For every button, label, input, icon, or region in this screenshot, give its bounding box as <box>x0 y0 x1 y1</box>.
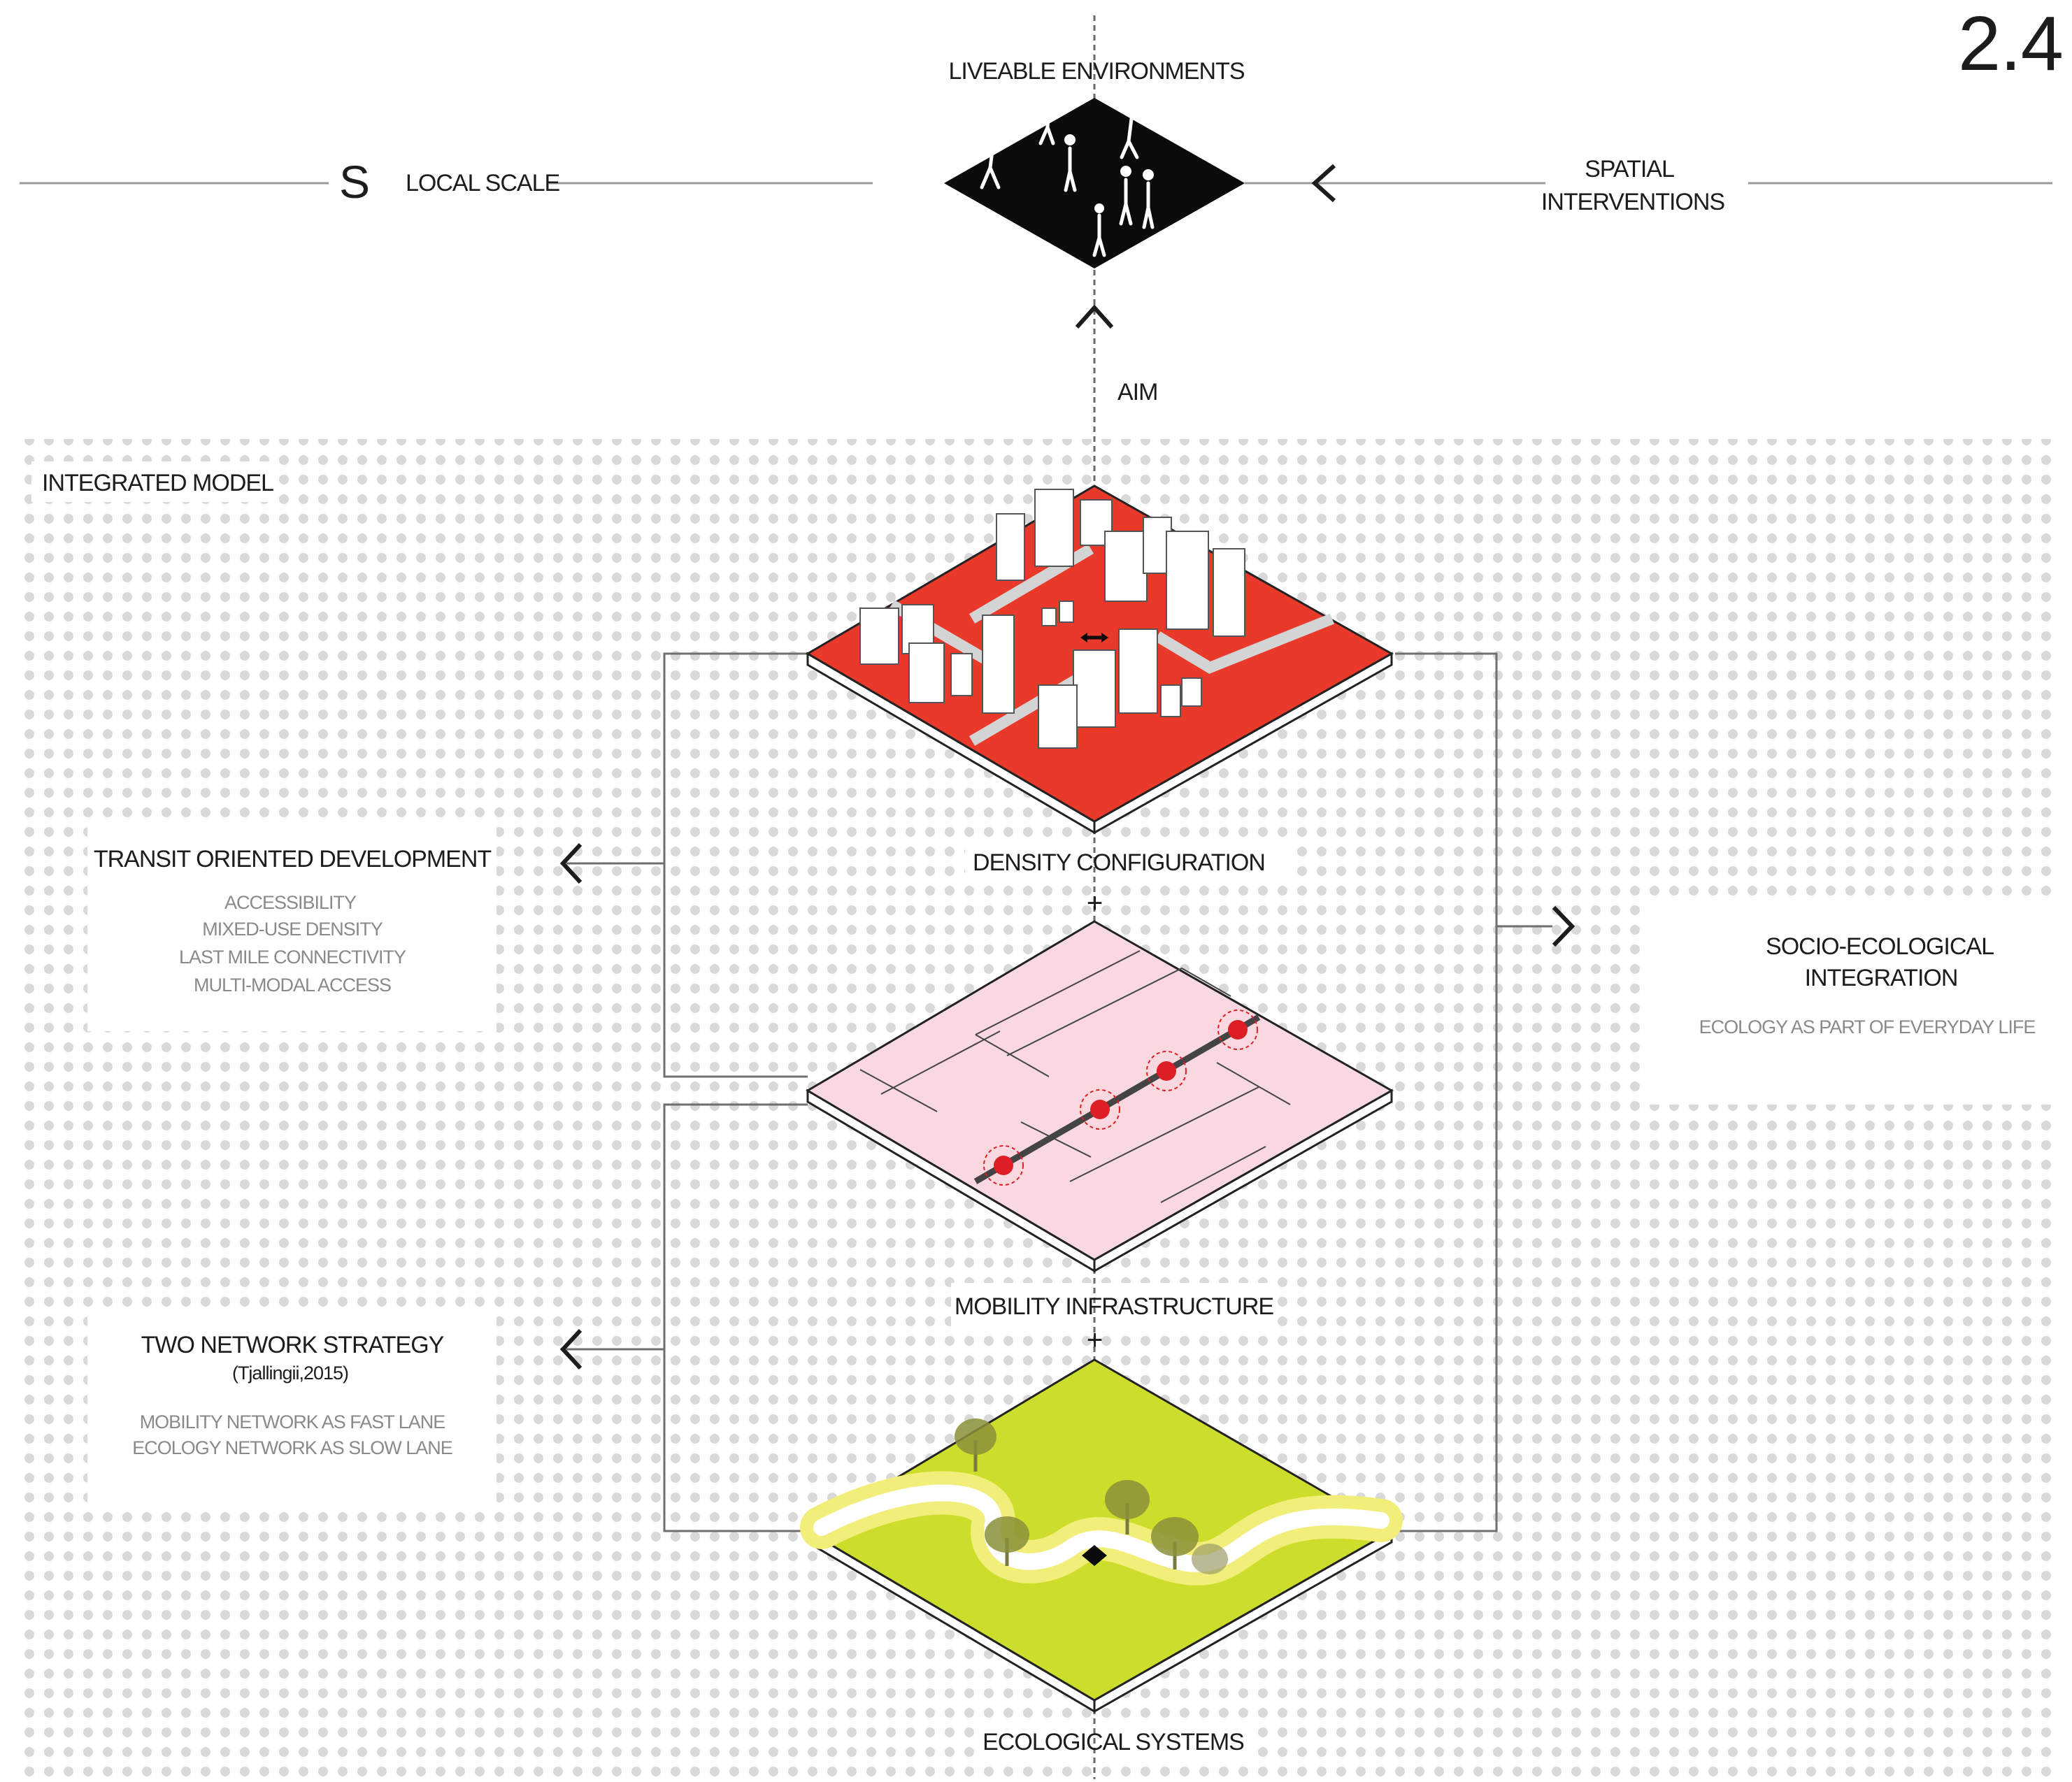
two-network-item-1: MOBILITY NETWORK AS FAST LANE <box>140 1411 445 1432</box>
liveable-environments-label: LIVEABLE ENVIRONMENTS <box>948 58 1244 85</box>
plus-mobility-ecology: + <box>1087 1325 1102 1356</box>
socio-right-chevron-icon <box>1552 905 1576 947</box>
socio-item: ECOLOGY AS PART OF EVERYDAY LIFE <box>1699 1016 2036 1037</box>
integrated-model-label-bg <box>31 461 269 502</box>
density-label-bg <box>965 839 1290 884</box>
spatial-label: SPATIAL <box>1585 156 1674 182</box>
connector-lines <box>566 652 1552 1532</box>
page-number: 2.4 <box>1958 1 2063 87</box>
ecology-label-bg <box>976 1720 1255 1765</box>
mobility-infrastructure-label: MOBILITY INFRASTRUCTURE <box>955 1293 1274 1320</box>
aim-label: AIM <box>1117 379 1157 405</box>
river <box>813 1484 1389 1572</box>
socio-ecological-box <box>1640 902 2059 1105</box>
two-network-box <box>87 1307 496 1503</box>
two-network-left-chevron-icon <box>559 1328 583 1370</box>
tod-title: TRANSIT ORIENTED DEVELOPMENT <box>94 846 492 872</box>
mobility-label-bg <box>951 1283 1273 1328</box>
two-network-item-2: ECOLOGY NETWORK AS SLOW LANE <box>132 1437 452 1458</box>
tod-box <box>87 821 496 1031</box>
mobility-infrastructure-layer <box>806 920 1394 1273</box>
tod-item-3: LAST MILE CONNECTIVITY <box>179 947 406 968</box>
left-chevron-icon <box>1311 164 1336 203</box>
people-icon <box>980 93 1155 257</box>
plus-density-mobility: + <box>1087 888 1102 919</box>
building-icons <box>859 489 1245 749</box>
ecology-center-marker <box>1082 1545 1107 1566</box>
up-chevron-icon <box>1075 304 1114 329</box>
interventions-label: INTERVENTIONS <box>1541 189 1725 215</box>
integrated-model-title: INTEGRATED MODEL <box>42 470 273 496</box>
local-scale-label: LOCAL SCALE <box>406 170 559 196</box>
density-center-marker <box>1080 633 1108 642</box>
socio-title-1: SOCIO-ECOLOGICAL <box>1766 933 1994 960</box>
mobility-top <box>806 920 1394 1261</box>
tree-icon <box>955 1418 1228 1574</box>
two-network-title: TWO NETWORK STRATEGY <box>141 1332 444 1358</box>
ecological-systems-layer <box>800 1358 1403 1713</box>
socio-title-2: INTEGRATION <box>1805 965 1958 991</box>
liveable-environments-diamond <box>944 98 1245 268</box>
s-mark: S <box>339 156 369 208</box>
density-configuration-label: DENSITY CONFIGURATION <box>973 849 1265 876</box>
density-configuration-layer <box>806 484 1394 835</box>
tod-item-1: ACCESSIBILITY <box>224 892 357 913</box>
ecological-systems-label: ECOLOGICAL SYSTEMS <box>983 1729 1244 1755</box>
tod-left-chevron-icon <box>559 842 583 884</box>
station-icon <box>983 1009 1258 1186</box>
tod-item-2: MIXED-USE DENSITY <box>202 919 383 940</box>
tod-item-4: MULTI-MODAL ACCESS <box>194 975 391 996</box>
transit-line <box>973 1014 1261 1184</box>
two-network-citation: (Tjallingii,2015) <box>232 1363 348 1384</box>
